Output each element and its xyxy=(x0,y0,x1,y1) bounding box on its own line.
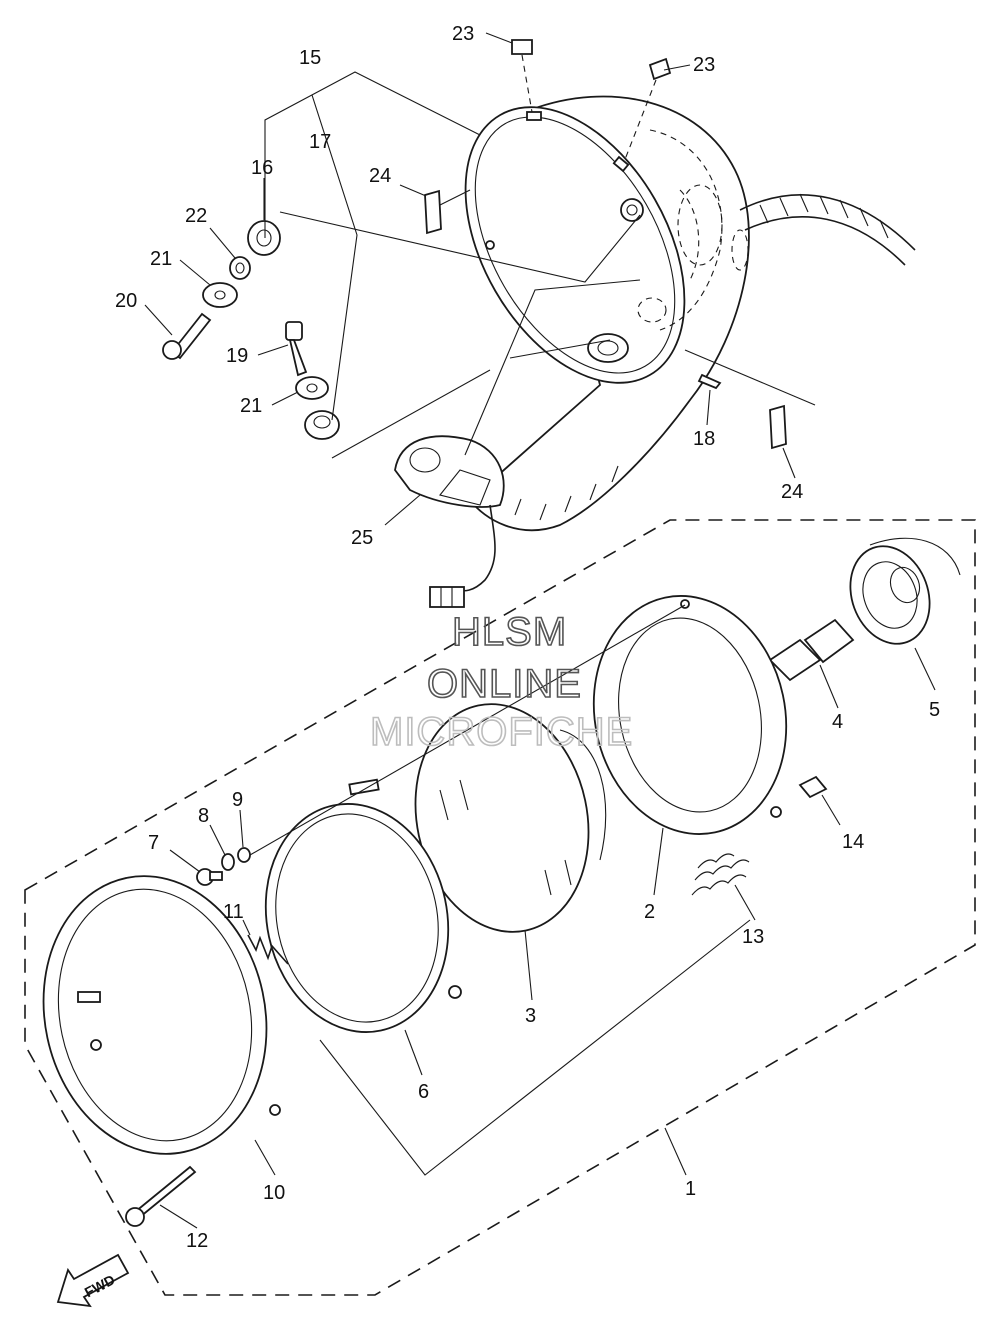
screw-12 xyxy=(125,1165,197,1227)
watermark-line-3: MICROFICHE xyxy=(370,710,633,754)
o-ring-9 xyxy=(237,847,251,863)
callout-23-left: 23 xyxy=(452,23,474,45)
headlight-housing xyxy=(464,95,916,532)
watermark-line-2: ONLINE xyxy=(427,662,582,706)
grommet-lower xyxy=(304,410,340,440)
callout-15: 15 xyxy=(299,47,321,69)
callout-24-upper: 24 xyxy=(369,165,391,187)
callout-22: 22 xyxy=(185,205,207,227)
spring-clip-11 xyxy=(247,934,289,965)
screw-18 xyxy=(697,373,722,390)
callout-6: 6 xyxy=(418,1081,429,1103)
callout-5: 5 xyxy=(929,699,940,721)
callout-3: 3 xyxy=(525,1005,536,1027)
clip-23-left xyxy=(511,39,533,55)
callout-21-upper: 21 xyxy=(150,248,172,270)
bolt-19 xyxy=(285,321,308,377)
bulb-4 xyxy=(768,618,855,682)
inner-ring-2 xyxy=(592,595,788,835)
watermark-line-1: HLSM xyxy=(452,610,567,654)
callout-18: 18 xyxy=(693,428,715,450)
clip-23-right xyxy=(648,57,672,81)
callout-4: 4 xyxy=(832,711,843,733)
bolt-20 xyxy=(162,312,212,360)
grommet-16 xyxy=(247,220,281,256)
socket-cover-5 xyxy=(849,537,961,645)
fwd-arrow: FWD xyxy=(56,1253,130,1308)
wire-cover-boot xyxy=(394,435,505,608)
callout-14: 14 xyxy=(842,831,864,853)
mounting-ring-6 xyxy=(264,778,462,1033)
callout-8: 8 xyxy=(198,805,209,827)
callout-20: 20 xyxy=(115,290,137,312)
callout-19: 19 xyxy=(226,345,248,367)
pad-24-upper xyxy=(424,189,442,235)
callout-11: 11 xyxy=(223,901,244,923)
screw-7 xyxy=(196,868,223,886)
collar-22 xyxy=(229,256,251,280)
callout-13: 13 xyxy=(742,926,764,948)
callout-25: 25 xyxy=(351,527,373,549)
washer-8 xyxy=(221,853,235,871)
washer-21-lower xyxy=(295,376,329,400)
leader-lines xyxy=(144,32,936,1229)
callout-23-right: 23 xyxy=(693,54,715,76)
callout-17: 17 xyxy=(309,131,331,153)
callout-9: 9 xyxy=(232,789,243,811)
pad-24-lower xyxy=(769,404,787,450)
callout-7: 7 xyxy=(148,832,159,854)
callout-labels: 1 2 3 4 5 6 7 8 9 10 11 12 13 14 15 16 1… xyxy=(115,23,940,1252)
callout-1: 1 xyxy=(685,1178,696,1200)
assembly-boundary-dashed xyxy=(24,519,976,1296)
callout-16: 16 xyxy=(251,157,273,179)
lens-reflector-3 xyxy=(414,703,607,933)
callout-2: 2 xyxy=(644,901,655,923)
watermark: HLSM ONLINE MICROFICHE xyxy=(369,609,633,755)
callout-21-lower: 21 xyxy=(240,395,262,417)
spring-13 xyxy=(691,853,750,896)
callout-10: 10 xyxy=(263,1182,285,1204)
callout-24-lower: 24 xyxy=(781,481,803,503)
outer-rim-10 xyxy=(42,875,281,1155)
washer-21-upper xyxy=(202,282,238,308)
callout-12: 12 xyxy=(186,1230,208,1252)
retainer-14 xyxy=(798,775,828,799)
